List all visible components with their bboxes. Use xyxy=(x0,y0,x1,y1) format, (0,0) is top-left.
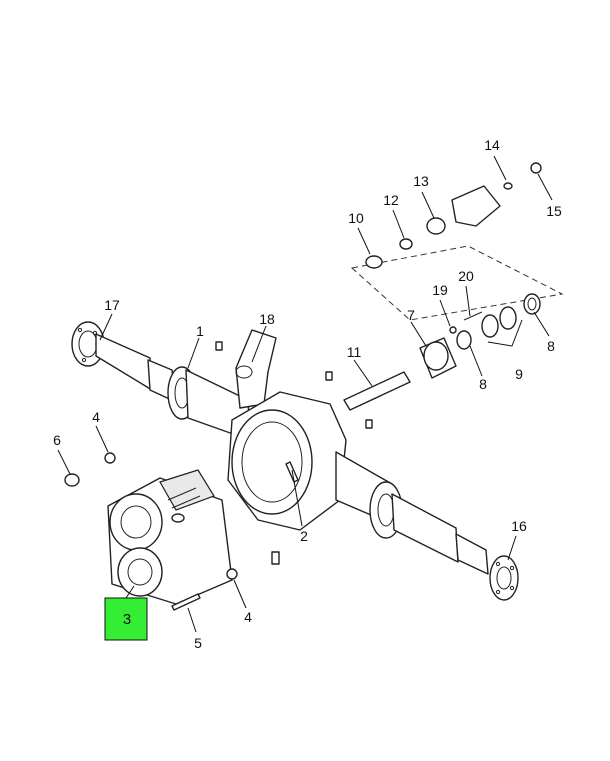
callout-8-right[interactable]: 8 xyxy=(547,338,555,354)
callout-labels: 1 2 3 4 4 5 6 7 8 8 9 10 11 12 13 14 15 … xyxy=(53,137,562,651)
callout-16[interactable]: 16 xyxy=(511,518,527,534)
axle-housing xyxy=(227,391,489,575)
pinion-assembly xyxy=(419,293,541,379)
leader-lines xyxy=(57,155,553,633)
input-shaft xyxy=(343,371,411,411)
callout-8-middle[interactable]: 8 xyxy=(479,376,487,392)
callout-3-highlight[interactable] xyxy=(104,597,148,641)
callout-12[interactable]: 12 xyxy=(383,192,399,208)
callout-20[interactable]: 20 xyxy=(458,268,474,284)
callout-18[interactable]: 18 xyxy=(259,311,275,327)
right-hub-flange xyxy=(489,555,519,601)
callout-4-left[interactable]: 4 xyxy=(92,409,100,425)
callout-11[interactable]: 11 xyxy=(347,344,362,360)
callout-9[interactable]: 9 xyxy=(515,366,523,382)
callout-13[interactable]: 13 xyxy=(413,173,429,189)
callout-3[interactable]: 3 xyxy=(123,611,131,628)
callout-19[interactable]: 19 xyxy=(432,282,448,298)
callout-14[interactable]: 14 xyxy=(484,137,500,153)
yoke-and-seals xyxy=(365,162,542,269)
callout-6[interactable]: 6 xyxy=(53,432,61,448)
callout-2[interactable]: 2 xyxy=(300,528,308,544)
callout-7[interactable]: 7 xyxy=(407,307,415,323)
parts-group-outline xyxy=(350,245,564,321)
callout-15[interactable]: 15 xyxy=(546,203,562,219)
mounting-bracket xyxy=(235,329,277,409)
callout-5[interactable]: 5 xyxy=(194,635,202,651)
callout-10[interactable]: 10 xyxy=(348,210,364,226)
callout-17[interactable]: 17 xyxy=(104,297,120,313)
callout-1[interactable]: 1 xyxy=(196,323,204,339)
callout-4-bottom[interactable]: 4 xyxy=(244,609,252,625)
differential-carrier xyxy=(107,469,233,605)
